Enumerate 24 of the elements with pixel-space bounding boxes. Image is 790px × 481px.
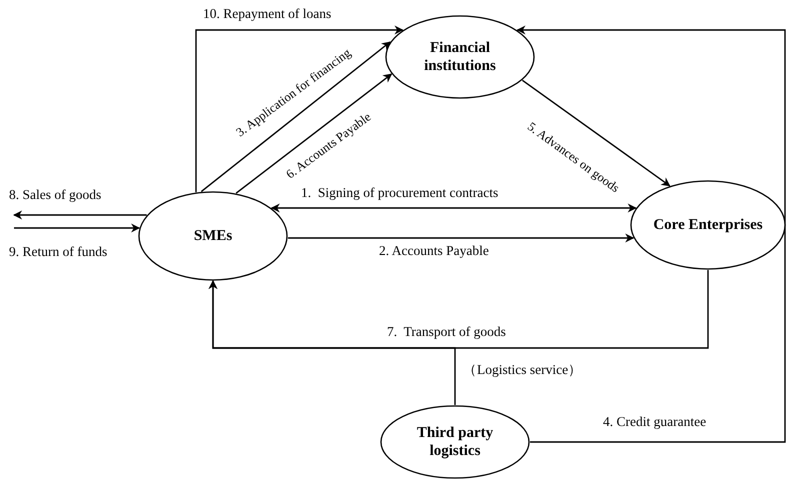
- arrow: [522, 80, 670, 186]
- ellipse-node: [630, 180, 786, 270]
- arrow: [288, 234, 634, 242]
- node-title: Financial institutions: [423, 39, 497, 75]
- arrow: [236, 74, 392, 194]
- ellipse-node: [138, 191, 288, 281]
- edge-label: 4. Credit guarantee: [602, 414, 708, 430]
- ellipse-node: [385, 15, 535, 99]
- node-title: SMEs: [192, 227, 234, 245]
- edge-label: 8. Sales of goods: [8, 187, 102, 203]
- arrow: [208, 280, 456, 405]
- arrow: [195, 26, 404, 192]
- double-arrow: [270, 204, 637, 212]
- arrow: [13, 210, 147, 220]
- edge-label: 2. Accounts Payable: [378, 243, 490, 259]
- edge-label: 1. Signing of procurement contracts: [300, 185, 500, 201]
- node-title: Third party logistics: [416, 424, 494, 460]
- edge-label: 10. Repayment of loans: [202, 6, 332, 22]
- arrow: [14, 224, 140, 232]
- arrow: [516, 26, 786, 443]
- ellipse-node: [380, 405, 530, 479]
- edge-label: 7. Transport of goods: [386, 324, 507, 340]
- node-title: Core Enterprises: [652, 216, 764, 234]
- arrow: [200, 41, 391, 192]
